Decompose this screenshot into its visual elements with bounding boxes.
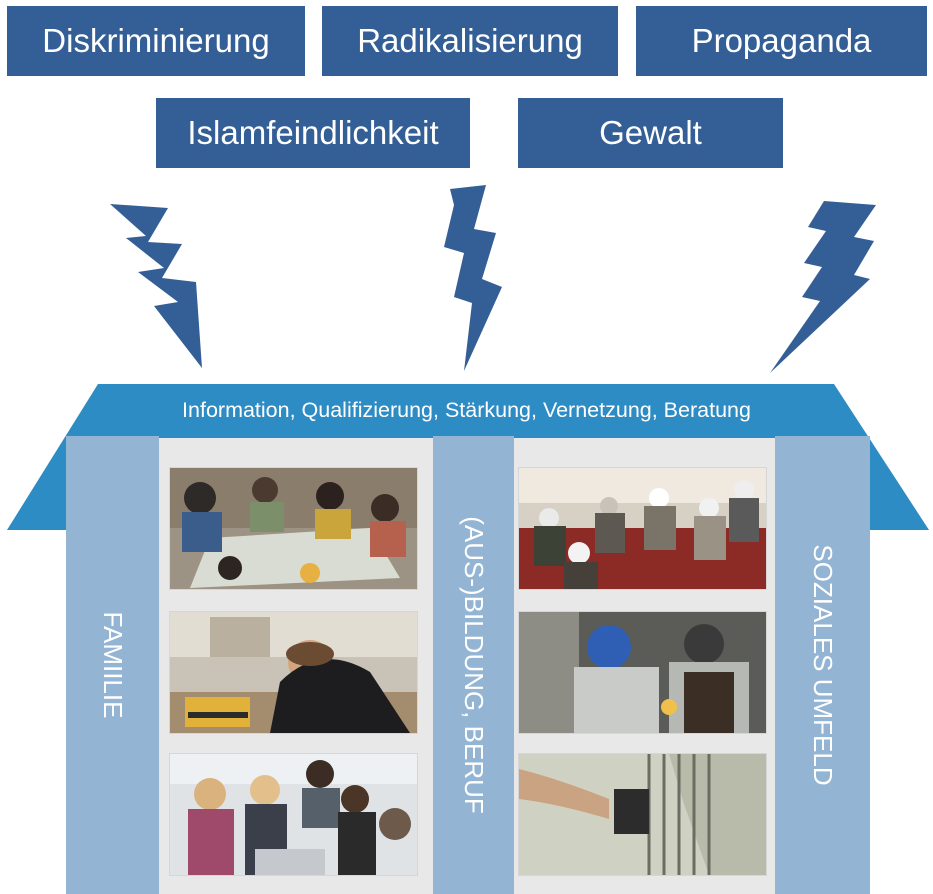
threat-radikalisierung: Radikalisierung [322,6,618,76]
lightning-bolt-icon [770,201,876,373]
lightning-bolt-icon [110,204,202,368]
threat-gewalt: Gewalt [518,98,783,168]
house-roof [7,384,929,530]
mosque-prayer-photo [519,468,766,589]
pillar-ausbildung-beruf: (AUS-)BILDUNG, BERUF [433,436,514,894]
youth-group-floor-photo [170,468,417,589]
threat-propaganda: Propaganda [636,6,927,76]
threat-islamfeindlichkeit: Islamfeindlichkeit [156,98,470,168]
pillar-soziales-umfeld: SOZIALES UMFELD [775,436,870,894]
students-laptop-photo [170,754,417,875]
welders-photo [519,612,766,733]
roof-label: Information, Qualifizierung, Stärkung, V… [182,398,751,422]
prison-corridor-photo [519,754,766,875]
lightning-bolt-icon [444,185,502,371]
pillar-soziales-umfeld-label: SOZIALES UMFELD [808,544,838,786]
pillar-familie-label: FAMIILIE [98,611,128,719]
pillar-ausbildung-beruf-label: (AUS-)BILDUNG, BERUF [459,516,489,814]
stressed-student-photo [170,612,417,733]
pillar-familie: FAMIILIE [66,436,159,894]
threat-diskriminierung: Diskriminierung [7,6,305,76]
